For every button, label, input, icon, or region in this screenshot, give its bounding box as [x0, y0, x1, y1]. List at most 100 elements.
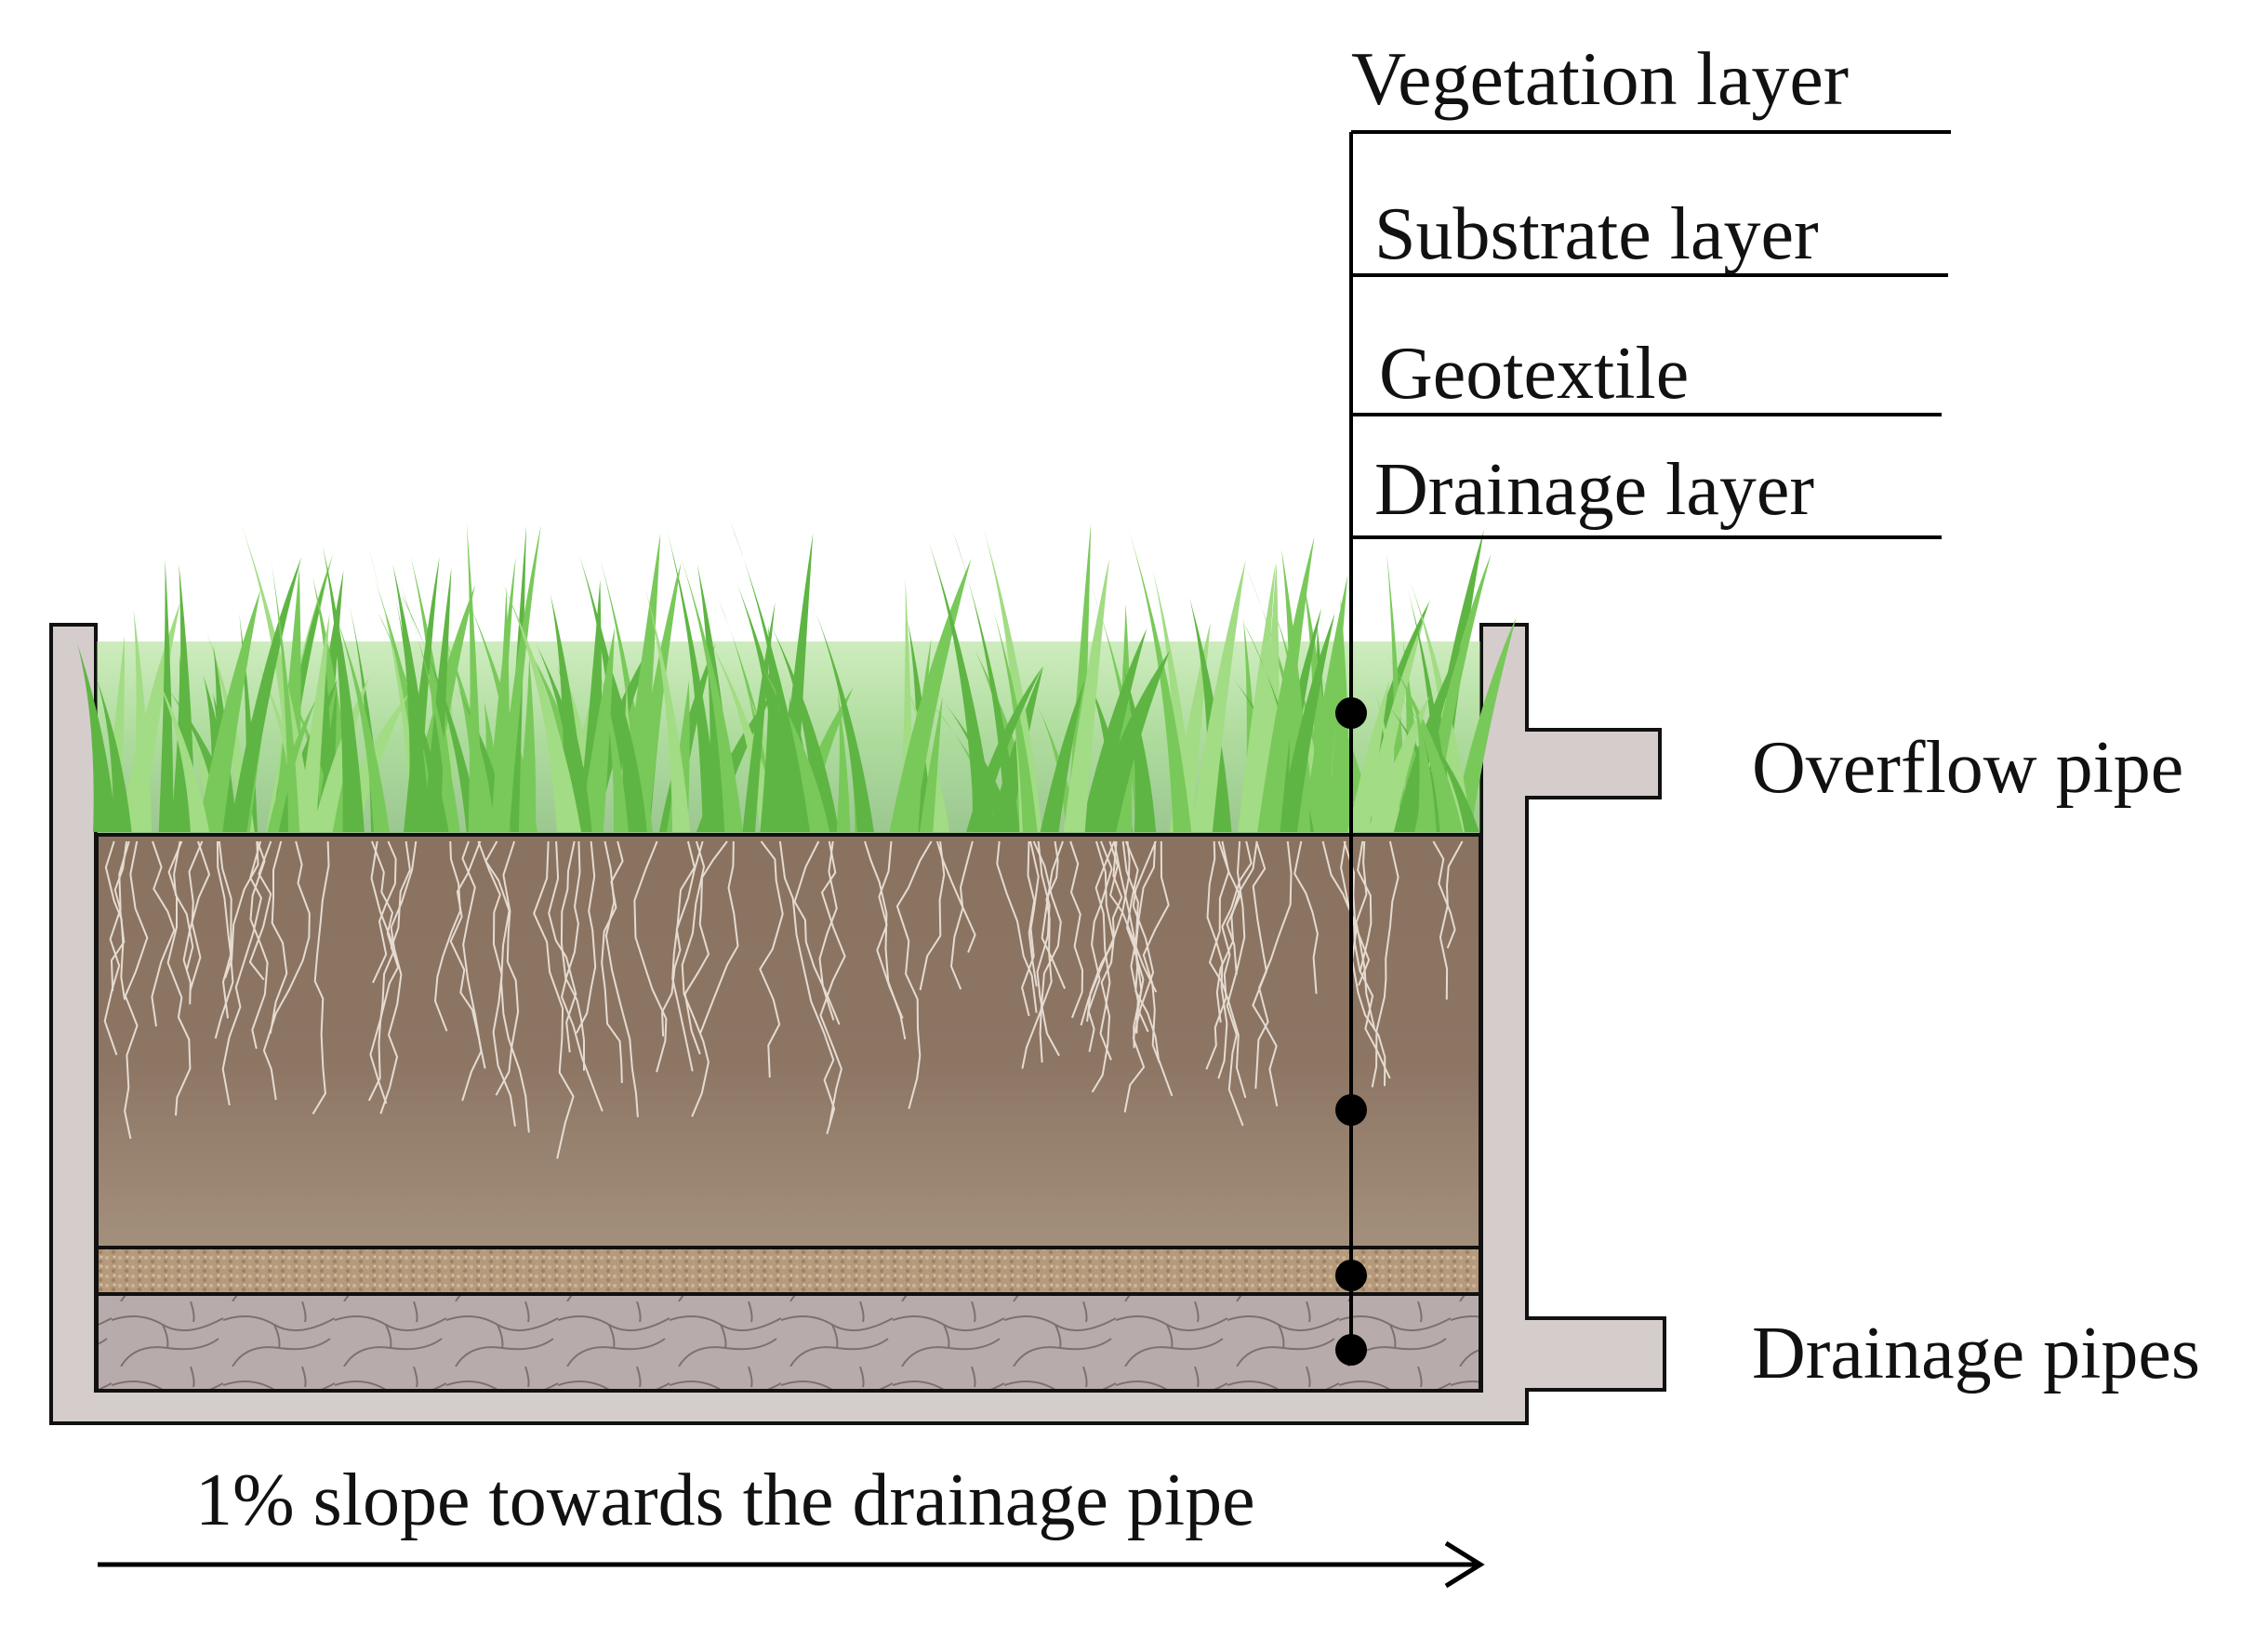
leader-dots: [1335, 697, 1367, 1366]
grass-blade: [760, 626, 786, 832]
grass-blade: [600, 674, 629, 832]
grass-blade: [1451, 616, 1517, 832]
root-strand: [533, 840, 575, 1159]
root-strand: [601, 840, 624, 1084]
label-drainage-layer: Drainage layer: [1374, 449, 1814, 531]
root-strand: [370, 840, 403, 1115]
grass-blade: [578, 627, 616, 832]
root-strand: [1123, 840, 1157, 1113]
root-strand: [1094, 840, 1116, 1061]
root-strand: [576, 840, 597, 1034]
grass-blade: [367, 547, 424, 832]
root-strand: [699, 840, 739, 1034]
root-strand: [495, 840, 520, 1096]
grass-blade: [378, 612, 449, 832]
grass-blade: [1347, 680, 1390, 832]
root-strand: [1080, 840, 1123, 1026]
root-strand: [1124, 840, 1143, 1049]
grass-blade: [1080, 627, 1147, 832]
root-strand: [433, 840, 461, 1032]
grass-blade: [297, 613, 330, 832]
root-strand: [819, 840, 846, 1124]
grass-blade: [229, 557, 302, 832]
label-substrate-layer: Substrate layer: [1374, 193, 1819, 275]
root-strand: [548, 840, 577, 1053]
grass-blade: [400, 591, 482, 832]
root-strand: [1113, 840, 1158, 993]
root-strand: [367, 840, 418, 1102]
grass-blade: [325, 586, 390, 832]
root-strand: [166, 840, 192, 1116]
root-strand: [1208, 840, 1247, 1099]
root-strand: [1217, 840, 1241, 975]
vegetation-layer: [77, 517, 1517, 835]
grass-blade: [77, 642, 117, 832]
grass-blade: [966, 667, 1043, 832]
grass-blade: [271, 561, 300, 832]
grass-blade: [665, 523, 721, 832]
grass-blade: [1386, 653, 1464, 832]
grass-blade: [197, 589, 261, 832]
grass-blade: [770, 623, 840, 832]
grass-blade: [557, 665, 592, 832]
dot-geotextile: [1335, 1260, 1367, 1291]
root-strand: [214, 840, 234, 1039]
grass-blade: [322, 546, 365, 832]
root-strand: [449, 840, 486, 1069]
root-strand: [461, 840, 483, 1102]
root-strand: [1215, 840, 1258, 1024]
root-strand: [1432, 840, 1456, 949]
root-strand: [1036, 840, 1060, 1057]
root-strand: [1357, 840, 1373, 971]
leader-lines: [1349, 130, 1951, 1350]
root-strand: [1205, 840, 1253, 1070]
root-strand: [603, 840, 639, 1117]
grass-blade: [675, 540, 744, 832]
label-vegetation-layer: Vegetation layer: [1351, 36, 1849, 121]
root-strand: [262, 840, 311, 1101]
root-strand: [671, 840, 696, 1072]
grass-blade: [742, 601, 776, 832]
substrate-layer: [95, 833, 1482, 1249]
grass-blade: [1367, 695, 1430, 832]
grass-blade: [728, 518, 811, 832]
grass-blade: [809, 596, 874, 832]
root-strand: [759, 840, 784, 1078]
root-strand: [895, 840, 933, 1110]
grass-blade: [1414, 700, 1437, 832]
root-strand: [173, 840, 194, 971]
grass-blade: [132, 609, 153, 832]
grass-blade: [1121, 663, 1157, 832]
grass-blade: [497, 572, 581, 832]
label-slope: 1% slope towards the drainage pipe: [195, 1460, 1255, 1541]
grass-blade: [1238, 562, 1276, 832]
drainage-layer: [95, 1292, 1482, 1393]
root-strand: [1041, 840, 1067, 989]
root-strand: [919, 840, 946, 991]
grass-blade: [932, 688, 1016, 832]
root-strand: [1206, 840, 1228, 1079]
label-drainage-pipes: Drainage pipes: [1752, 1313, 2200, 1394]
root-strand: [110, 840, 128, 992]
grass-blade: [606, 655, 647, 832]
grass-blade: [920, 696, 943, 832]
root-strand: [949, 840, 974, 990]
root-strand: [683, 840, 728, 1055]
grass-blade: [1034, 699, 1080, 832]
root-strand: [182, 840, 211, 1005]
grass-blade: [983, 529, 1042, 832]
root-strand: [564, 840, 585, 1071]
root-strand: [1108, 840, 1174, 1097]
grass-blade: [644, 586, 691, 832]
root-strand: [1027, 840, 1038, 987]
slope-arrow: [98, 1540, 1485, 1589]
root-strand: [1340, 840, 1391, 1079]
grass-blade: [696, 616, 781, 832]
dot-substrate: [1335, 1094, 1367, 1126]
root-strand: [793, 840, 841, 1025]
root-strand: [1021, 840, 1040, 1017]
grass-blade: [405, 659, 431, 832]
root-strand: [269, 840, 288, 1034]
root-strand: [249, 840, 269, 1050]
